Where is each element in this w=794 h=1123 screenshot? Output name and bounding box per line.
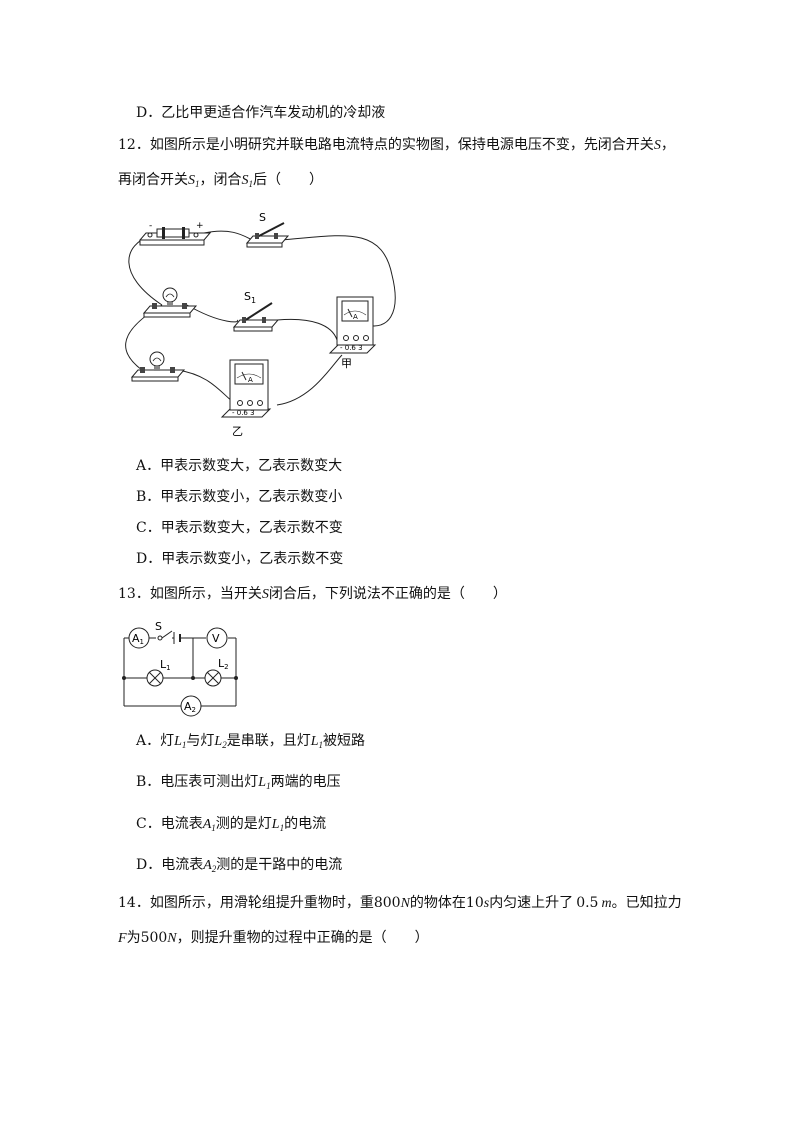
q12-var-s1: S1 — [188, 173, 200, 189]
q13-option-a: A．灯L1与灯L2是串联，且灯L1被短路 — [136, 733, 366, 750]
q12-circuit-figure: - + S S1 A - 0.6 3 — [125, 211, 396, 438]
svg-text:V: V — [212, 632, 220, 645]
q13-option-c: C．电流表A1测的是灯L1的电流 — [136, 816, 327, 833]
q13-stem: 13．如图所示，当开关S闭合后，下列说法不正确的是（ ） — [118, 586, 507, 602]
q12-option-d: D．甲表示数变小，乙表示数不变 — [136, 551, 344, 567]
q12-var-s: S — [653, 138, 661, 153]
battery-plus: + — [196, 221, 204, 231]
q12-stem-line1: 12．如图所示是小明研究并联电路电流特点的实物图，保持电源电压不变，先闭合开关S… — [118, 135, 675, 156]
bulb-2 — [130, 351, 186, 382]
q13-ammeter-a2: A2 — [180, 695, 202, 717]
q13-voltmeter: V — [206, 627, 228, 649]
q12-line2-c: 后（ ） — [253, 172, 323, 188]
q13-option-d: D．电流表A2测的是干路中的电流 — [136, 857, 343, 874]
q12-option-b: B．甲表示数变小，乙表示数变小 — [136, 489, 343, 505]
q12-stem-text: 12．如图所示是小明研究并联电路电流特点的实物图，保持电源电压不变，先闭合开关 — [118, 137, 654, 153]
q12-option-a: A．甲表示数变大，乙表示数变大 — [136, 458, 343, 474]
battery-minus: - — [149, 221, 152, 231]
bulb-1 — [142, 287, 198, 318]
q12-line2-b: ，闭合 — [199, 172, 242, 188]
switch-s: S — [245, 211, 290, 248]
svg-text:A: A — [353, 313, 358, 321]
q14-stem-line2: F为500N，则提升重物的过程中正确的是（ ） — [118, 930, 429, 946]
meter-yi-label: 乙 — [232, 425, 243, 438]
svg-text:A2: A2 — [184, 700, 196, 714]
svg-text:A: A — [248, 376, 253, 384]
battery: - + — [138, 221, 212, 246]
svg-text:L2: L2 — [218, 657, 229, 671]
q13-circuit-diagram: S A1 V L1 L2 A2 — [122, 620, 238, 717]
q13-ammeter-a1: A1 — [128, 627, 150, 649]
switch-s1: S1 — [232, 290, 280, 332]
ammeter-yi: A - 0.6 3 乙 — [220, 359, 272, 438]
q12-stem-end: ， — [660, 137, 675, 153]
svg-text:L1: L1 — [160, 658, 171, 672]
meter-jia-label: 甲 — [341, 357, 352, 370]
switch-s1-label: S1 — [244, 290, 256, 305]
q13-option-b: B．电压表可测出灯L1两端的电压 — [136, 774, 341, 791]
svg-text:- 0.6 3: - 0.6 3 — [340, 344, 363, 352]
q12-var-s1b: S1 — [241, 173, 254, 189]
switch-s-label: S — [259, 211, 266, 224]
svg-text:- 0.6 3: - 0.6 3 — [232, 409, 255, 417]
q12-line2-a: 再闭合开关 — [118, 172, 188, 188]
q12-option-c: C．甲表示数变大，乙表示数不变 — [136, 520, 343, 536]
q12-stem-line2: 再闭合开关S1，闭合S1后（ ） — [118, 170, 323, 194]
svg-text:A1: A1 — [132, 632, 144, 646]
prev-option-d: D．乙比甲更适合作汽车发动机的冷却液 — [136, 105, 386, 121]
ammeter-jia: A - 0.6 3 甲 — [328, 296, 377, 370]
q13-lamp-l1: L1 — [146, 658, 171, 687]
q13-lamp-l2: L2 — [204, 657, 229, 687]
q13-switch-label: S — [155, 620, 162, 633]
